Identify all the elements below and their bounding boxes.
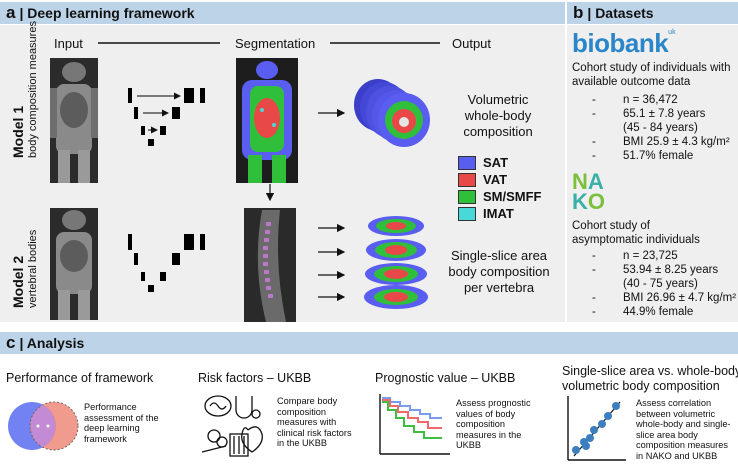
biobank-logo-sup: uk bbox=[668, 29, 676, 36]
biobank-logo: biobank uk bbox=[572, 29, 676, 57]
analysis-risk-title: Risk factors – UKBB bbox=[198, 371, 312, 385]
panel-a-title: | Deep learning framework bbox=[19, 5, 195, 21]
panel-a-graphics bbox=[50, 42, 440, 322]
panel-c-title: | Analysis bbox=[19, 335, 85, 351]
nako-female: 44.9% female bbox=[623, 306, 694, 318]
biobank-bmi: BMI 25.9 ± 4.3 kg/m² bbox=[623, 136, 730, 148]
model1-output-label: Volumetric whole-body composition bbox=[463, 92, 533, 139]
nako-age-range: (40 - 75 years) bbox=[623, 278, 698, 290]
analysis-prognostic-desc: Assess prognostic values of body composi… bbox=[456, 398, 531, 450]
biobank-female: 51.7% female bbox=[623, 150, 694, 162]
model2-spine-image bbox=[244, 208, 296, 322]
model2-label: Model 2 vertebral bodies bbox=[10, 229, 40, 308]
nako-age: 53.94 ± 8.25 years bbox=[623, 264, 719, 276]
model2-output-label: Single-slice area body composition per v… bbox=[448, 248, 550, 295]
legend-item-sat: SAT bbox=[458, 155, 508, 170]
biobank-n: n = 36,472 bbox=[623, 94, 678, 106]
panel-a-header: a | Deep learning framework bbox=[0, 2, 565, 24]
biobank-desc-1: Cohort study of individuals with bbox=[572, 62, 731, 74]
model1-name: Model 1 bbox=[10, 105, 26, 158]
nako-bmi: BMI 26.96 ± 4.7 kg/m² bbox=[623, 292, 737, 304]
model1-segmentation-image bbox=[236, 58, 298, 183]
legend-item-vat: VAT bbox=[458, 172, 507, 187]
panel-a-letter: a bbox=[6, 3, 16, 22]
panel-b-title: | Datasets bbox=[587, 5, 654, 21]
nako-desc-1: Cohort study of bbox=[572, 220, 650, 232]
scatter-plot-icon bbox=[567, 396, 626, 461]
analysis-performance-title: Performance of framework bbox=[6, 371, 154, 385]
nako-logo: NA KO bbox=[572, 169, 606, 214]
venn-diagram-icon bbox=[8, 401, 79, 451]
model1-output-volume bbox=[354, 79, 430, 147]
column-output-label: Output bbox=[452, 36, 492, 51]
survival-curve-icon bbox=[379, 394, 450, 455]
biobank-age-range: (45 - 84 years) bbox=[623, 122, 698, 134]
panel-b-letter: b bbox=[573, 3, 584, 22]
biobank-logo-text: biobank bbox=[572, 28, 669, 58]
model1-sub: body composition measures bbox=[27, 21, 39, 158]
model2-name: Model 2 bbox=[10, 255, 26, 308]
model2-network-schematic bbox=[128, 234, 205, 292]
nako-n: n = 23,725 bbox=[623, 250, 678, 262]
analysis-risk-desc: Compare body composition measures with c… bbox=[277, 396, 352, 448]
biobank-age: 65.1 ± 7.8 years bbox=[623, 108, 706, 120]
biobank-desc-2: available outcome data bbox=[572, 76, 691, 88]
column-segmentation-label: Segmentation bbox=[235, 36, 316, 51]
analysis-performance-desc: Performance assessment of the deep learn… bbox=[84, 402, 159, 444]
legend-item-sm-smff: SM/SMFF bbox=[458, 189, 542, 204]
panel-b-background bbox=[567, 25, 738, 322]
model1-label: Model 1 body composition measures bbox=[10, 21, 40, 158]
model2-sub: vertebral bodies bbox=[27, 229, 39, 308]
panel-c-header: c | Analysis bbox=[0, 332, 738, 354]
legend-item-imat: IMAT bbox=[458, 206, 514, 221]
analysis-correlation-desc: Assess correlation between volumetric wh… bbox=[636, 398, 731, 461]
analysis-correlation-title-2: volumetric body composition bbox=[562, 379, 720, 393]
column-input-label: Input bbox=[54, 36, 83, 51]
model1-network-schematic bbox=[128, 88, 205, 146]
analysis-correlation-title-1: Single-slice area vs. whole-body bbox=[562, 364, 738, 378]
panel-b-header: b | Datasets bbox=[567, 2, 738, 24]
model2-input-mri bbox=[50, 208, 98, 320]
risk-factors-icon bbox=[201, 395, 263, 457]
panel-c-letter: c bbox=[6, 333, 16, 352]
analysis-prognostic-title: Prognostic value – UKBB bbox=[375, 371, 516, 385]
model1-input-mri bbox=[50, 58, 98, 183]
model2-output-slices bbox=[364, 216, 428, 309]
nako-desc-2: asymptomatic individuals bbox=[572, 234, 700, 246]
